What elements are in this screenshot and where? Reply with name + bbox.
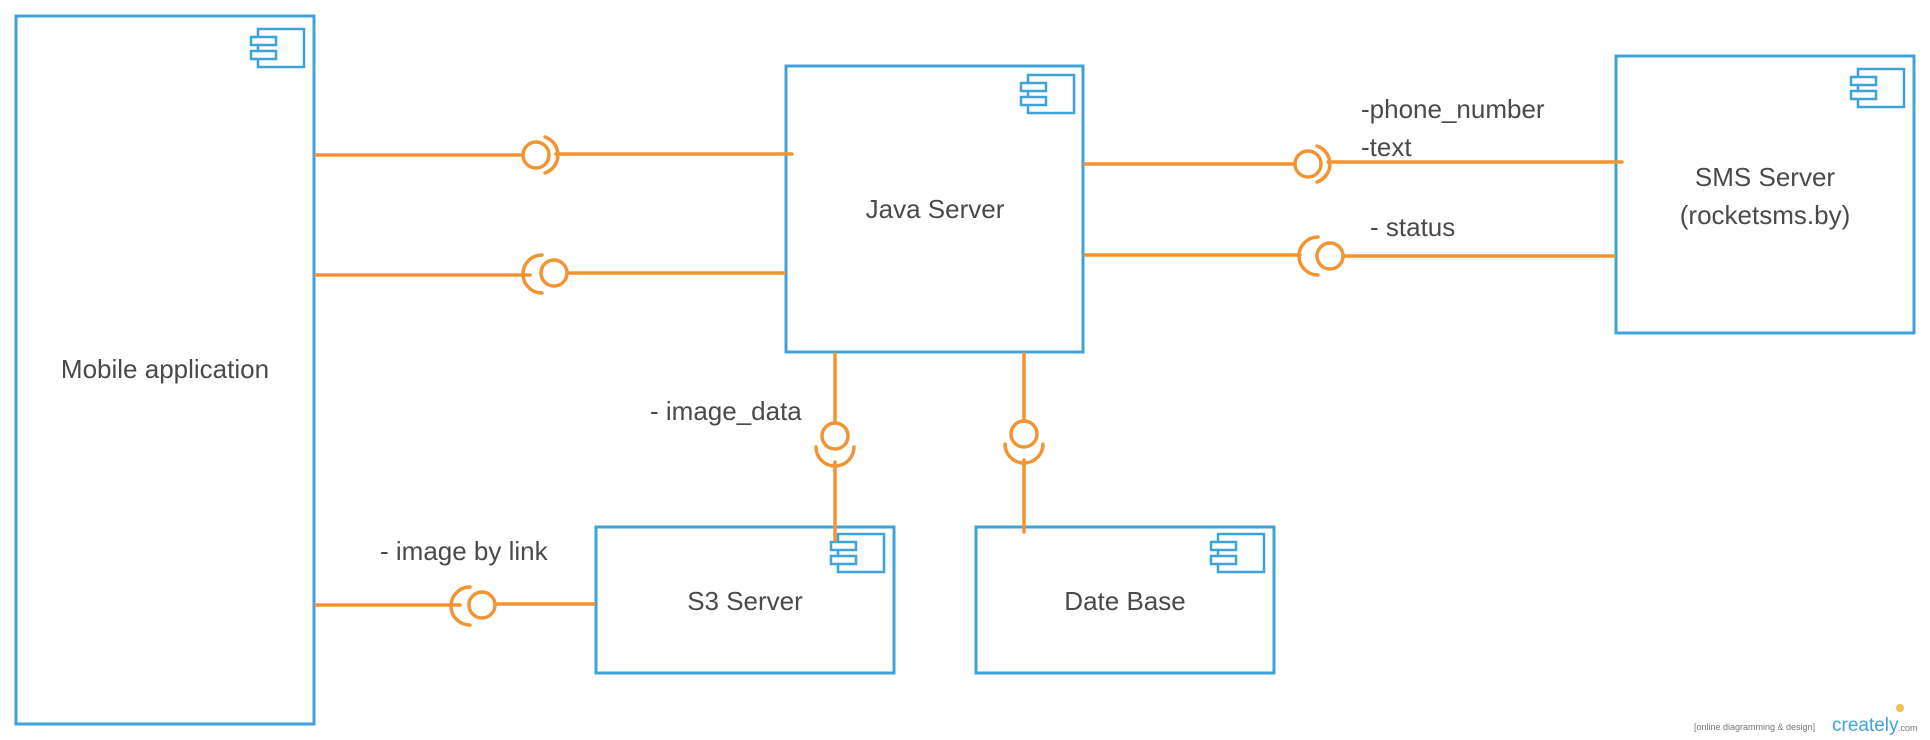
component-icon xyxy=(1019,73,1076,115)
connector-java-db xyxy=(1003,352,1045,534)
date-base-component[interactable]: Date Base xyxy=(974,525,1276,675)
connector-s3-mobile-image-link xyxy=(314,585,596,627)
watermark-brand: creately xyxy=(1832,715,1899,736)
component-icon xyxy=(829,532,886,574)
sun-icon xyxy=(1896,704,1904,712)
interface-label-image-data: - image_data xyxy=(650,396,802,426)
interface-label-text: -text xyxy=(1361,132,1412,162)
java-server-component[interactable]: Java Server xyxy=(784,64,1085,354)
connector-java-sms-request xyxy=(1083,144,1624,184)
s3-server-component[interactable]: S3 Server xyxy=(594,525,896,675)
interface-label-image-by-link: - image by link xyxy=(380,536,549,566)
watermark-suffix: .com xyxy=(1898,723,1918,733)
s3-server-label: S3 Server xyxy=(687,586,803,616)
sms-server-label: SMS Server xyxy=(1695,162,1835,192)
java-server-label: Java Server xyxy=(866,194,1005,224)
date-base-label: Date Base xyxy=(1064,586,1185,616)
interface-label-status: - status xyxy=(1370,212,1455,242)
connector-java-mobile-provided xyxy=(314,253,786,295)
creately-watermark: [online diagramming & design] creately .… xyxy=(1694,704,1918,736)
interface-label-phone-number: -phone_number xyxy=(1361,94,1545,124)
component-icon xyxy=(1209,532,1266,574)
sms-server-host-label: (rocketsms.by) xyxy=(1680,200,1850,230)
connector-sms-java-status xyxy=(1083,235,1616,277)
mobile-application-component[interactable]: Mobile application xyxy=(14,14,316,726)
connector-mobile-java-provided xyxy=(314,135,794,175)
component-icon xyxy=(1849,67,1906,109)
watermark-tagline: [online diagramming & design] xyxy=(1694,722,1815,732)
sms-server-component[interactable]: SMS Server (rocketsms.by) xyxy=(1614,54,1916,335)
component-icon xyxy=(249,27,306,69)
connector-java-s3-image-data xyxy=(814,352,856,542)
mobile-application-label: Mobile application xyxy=(61,354,269,384)
